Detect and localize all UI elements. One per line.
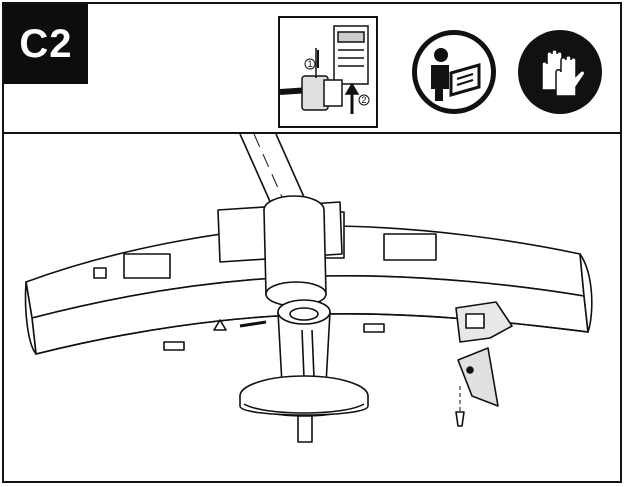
detail-inset: 1 2 [278,16,378,128]
panel-header: C2 [4,4,620,134]
read-manual-icon [412,30,496,114]
trimmer-guard-drawing [24,134,593,443]
step-label: C2 [4,4,88,84]
detail-inset-drawing: 1 2 [280,25,370,114]
instruction-panel: C2 [2,2,622,483]
trimmer-guard-illustration [4,134,620,481]
wear-gloves-icon [518,30,602,114]
callout-2: 2 [362,95,367,105]
callout-1: 1 [308,59,313,69]
